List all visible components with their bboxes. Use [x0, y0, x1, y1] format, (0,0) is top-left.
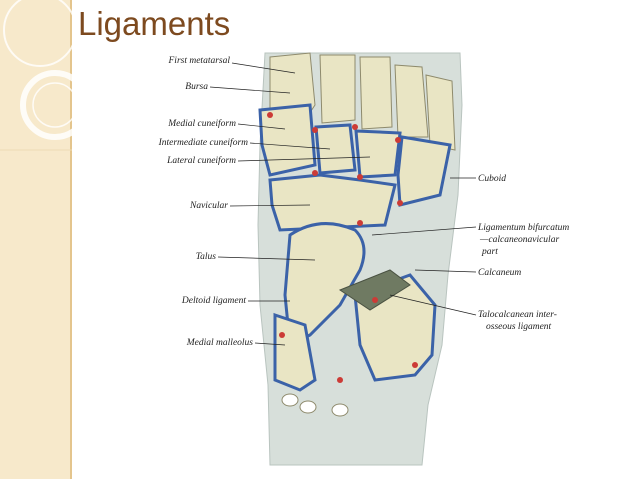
cuneiforms [258, 103, 402, 179]
malleolus-bone [273, 312, 317, 392]
interosseous-ligament [338, 269, 411, 311]
label-deltoid-ligament: Deltoid ligament [181, 296, 246, 306]
label-navicular: Navicular [189, 201, 228, 211]
label-bursa: Bursa [185, 82, 208, 92]
label-medial-cuneiform: Medial cuneiform [167, 118, 236, 129]
label-bifurcatum-1: Ligamentum bifurcatum [477, 222, 569, 233]
foot-ligaments-diagram: First metatarsal Bursa Medial cuneiform … [158, 52, 569, 466]
label-lateral-cuneiform: Lateral cuneiform [166, 155, 236, 166]
toe-pads [281, 393, 349, 417]
label-medial-malleolus: Medial malleolus [186, 338, 254, 348]
label-intermediate-cuneiform: Intermediate cuneiform [158, 137, 249, 148]
decorative-circles [0, 0, 72, 151]
label-bifurcatum-2: —calcaneonavicular [479, 235, 559, 245]
label-first-metatarsal: First metatarsal [168, 56, 231, 66]
leader-lines [209, 62, 477, 346]
metatarsals [269, 52, 456, 151]
cuboid-bone [396, 135, 452, 207]
slide-title: Ligaments [78, 5, 231, 42]
sidebar-divider [70, 0, 72, 479]
label-calcaneum: Calcaneum [478, 268, 521, 278]
label-cuboid: Cuboid [478, 174, 506, 184]
label-talus: Talus [196, 252, 217, 262]
label-talocalcanean-1: Talocalcanean inter- [478, 310, 557, 320]
navicular-bone [268, 173, 397, 232]
label-bifurcatum-3: part [481, 247, 498, 257]
ligament-marks [267, 112, 418, 383]
label-talocalcanean-2: osseous ligament [486, 322, 552, 332]
